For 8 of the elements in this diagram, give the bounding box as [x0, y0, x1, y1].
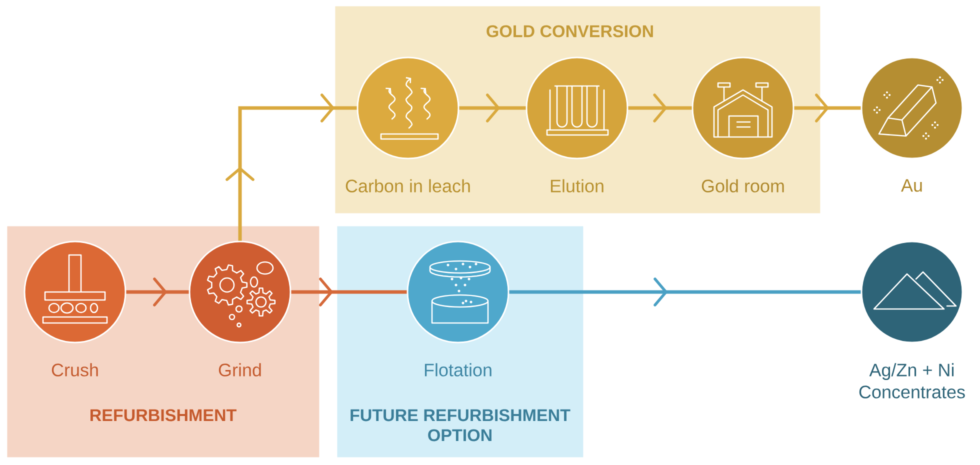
step-label: Crush: [52, 363, 98, 376]
step-label: Flotation: [424, 363, 492, 376]
step-label: Au: [901, 179, 922, 192]
step-label: Gold room: [702, 179, 784, 192]
step-label: Grind: [218, 363, 261, 376]
step-label: Elution: [550, 179, 604, 192]
step-label: Ag/Zn + Ni Concentrates: [859, 363, 965, 398]
step-label: Carbon in leach: [346, 179, 470, 192]
